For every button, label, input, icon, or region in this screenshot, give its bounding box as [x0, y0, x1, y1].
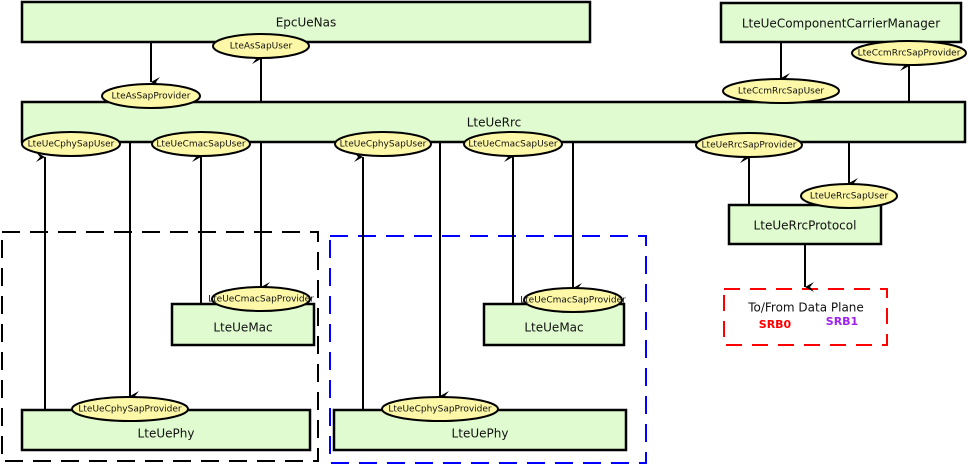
svg-text:LteUeCphySapUser: LteUeCphySapUser [28, 140, 115, 150]
svg-text:LteUeCphySapProvider: LteUeCphySapProvider [78, 405, 182, 415]
sap-cphy-user-1: LteUeCphySapUser [21, 131, 121, 157]
block-phy-2: LteUePhy [332, 408, 628, 452]
svg-text:LteUeCmacSapProvider: LteUeCmacSapProvider [208, 295, 314, 305]
sap-rrc-user: LteUeRrcSapUser [800, 183, 898, 209]
sap-cphy-provider-2: LteUeCphySapProvider [381, 396, 499, 422]
sap-cmac-user-2: LteUeCmacSapUser [463, 131, 563, 157]
svg-text:LteCcmRrcSapProvider: LteCcmRrcSapProvider [858, 49, 961, 59]
svg-text:LteCcmRrcSapUser: LteCcmRrcSapUser [738, 87, 825, 97]
carrier-group-1 [1, 231, 319, 462]
svg-text:LteUeCmacSapUser: LteUeCmacSapUser [156, 140, 245, 150]
block-rrc-protocol: LteUeRrcProtocol [727, 203, 883, 246]
sap-ccm-user: LteCcmRrcSapUser [722, 78, 840, 104]
sap-cmac-provider-1: LteUeCmacSapProvider [208, 286, 314, 312]
svg-text:LteUeCphySapProvider: LteUeCphySapProvider [388, 405, 492, 415]
svg-text:LteUeRrcSapUser: LteUeRrcSapUser [810, 192, 889, 202]
svg-text:LteUeCmacSapProvider: LteUeCmacSapProvider [520, 296, 626, 306]
block-label: LteUePhy [452, 427, 509, 441]
block-label: LteUeComponentCarrierManager [742, 17, 940, 31]
block-component-carrier-manager: LteUeComponentCarrierManager [719, 1, 963, 44]
sap-rrc-provider: LteUeRrcSapProvider [695, 132, 803, 158]
data-plane-label: To/From Data Plane [747, 301, 864, 315]
sap-as-provider: LteAsSapProvider [101, 83, 201, 109]
block-label: LteUeMac [524, 321, 583, 335]
sap-cphy-user-2: LteUeCphySapUser [334, 131, 432, 157]
block-label: LteUePhy [138, 427, 195, 441]
block-label: LteUeRrc [467, 116, 522, 130]
block-label: LteUeRrcProtocol [754, 219, 857, 233]
svg-text:LteUeRrcSapProvider: LteUeRrcSapProvider [702, 141, 797, 151]
sap-ccm-provider: LteCcmRrcSapProvider [851, 40, 967, 66]
data-plane-box [723, 288, 888, 346]
carrier-group-2 [329, 235, 647, 464]
svg-text:LteUeCphySapUser: LteUeCphySapUser [340, 140, 427, 150]
srb1-label: SRB1 [826, 315, 858, 328]
sap-cphy-provider-1: LteUeCphySapProvider [71, 396, 189, 422]
svg-text:LteUeCmacSapUser: LteUeCmacSapUser [468, 140, 557, 150]
srb0-label: SRB0 [759, 318, 792, 331]
block-epc-ue-nas: EpcUeNas [20, 0, 592, 44]
sap-as-user: LteAsSapUser [212, 33, 310, 59]
svg-text:LteAsSapUser: LteAsSapUser [230, 42, 293, 52]
block-label: EpcUeNas [276, 16, 337, 30]
connectors [36, 42, 910, 410]
sap-cmac-user-1: LteUeCmacSapUser [151, 131, 251, 157]
svg-text:LteAsSapProvider: LteAsSapProvider [112, 92, 191, 102]
sap-cmac-provider-2: LteUeCmacSapProvider [520, 287, 626, 313]
block-label: LteUeMac [213, 321, 272, 335]
